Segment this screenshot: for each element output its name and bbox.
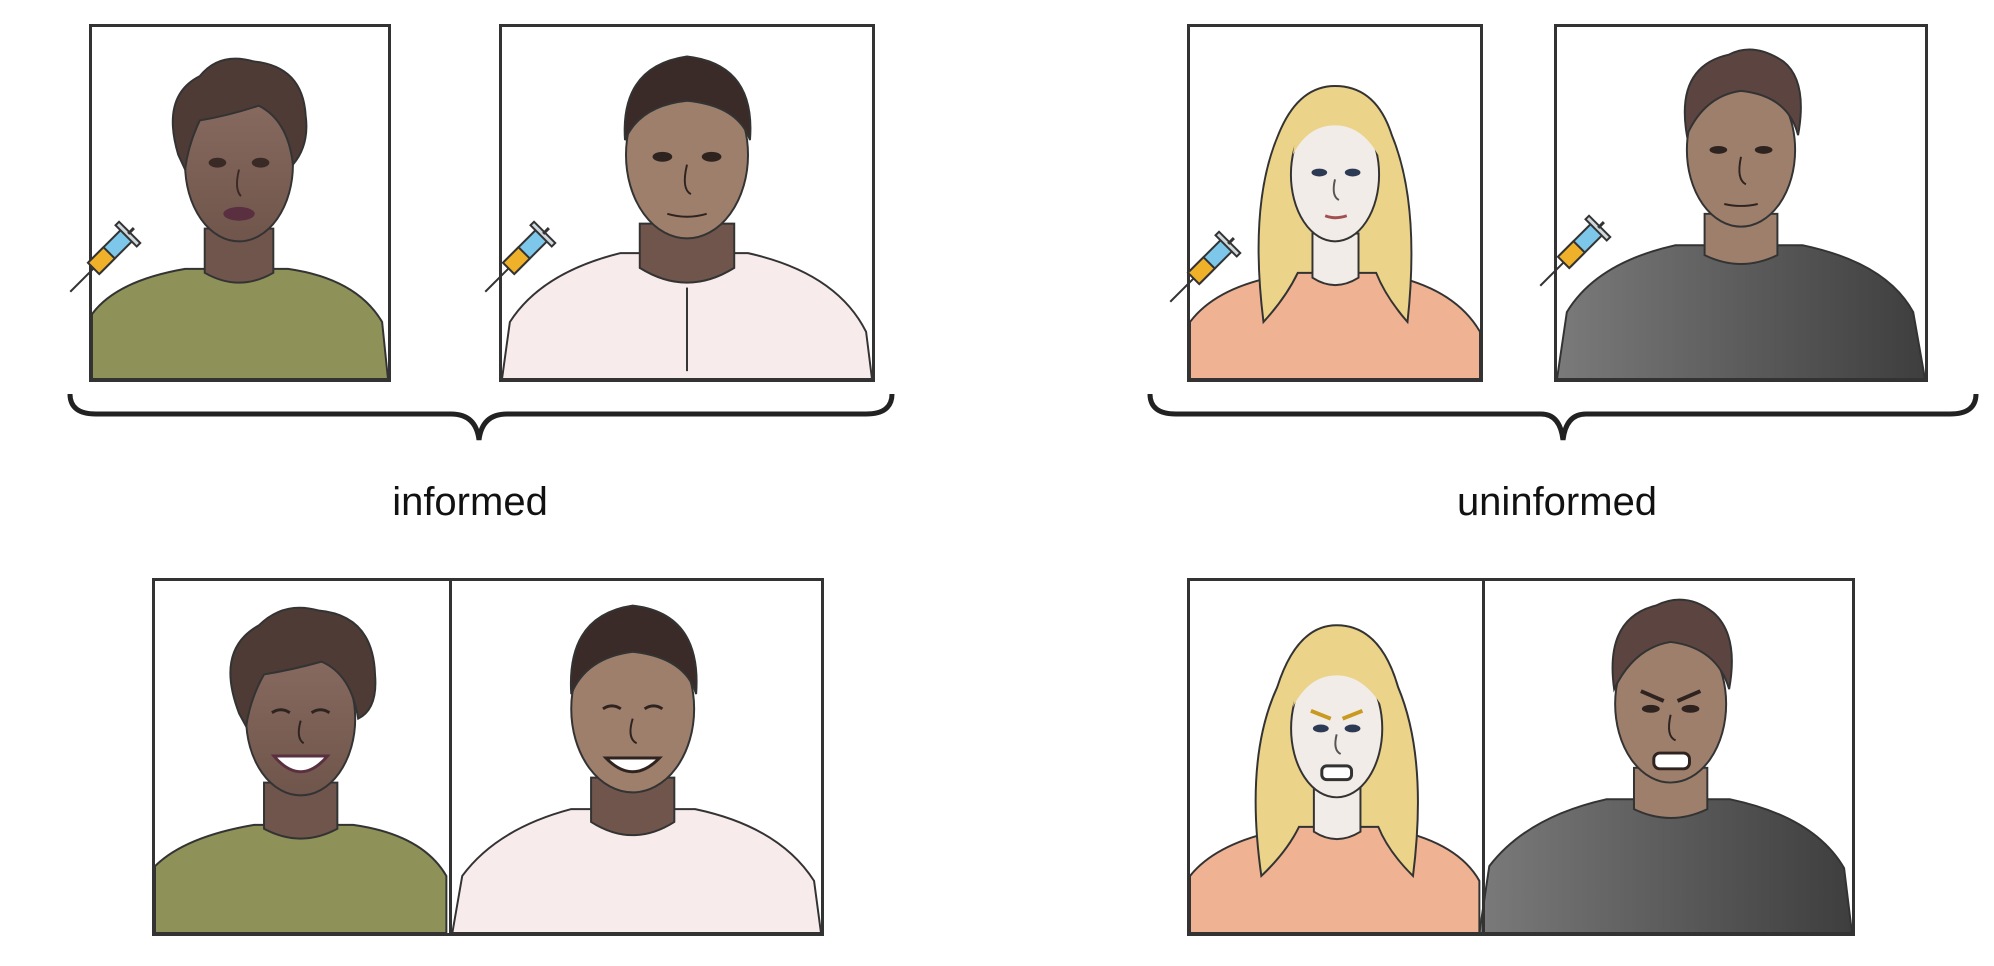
uninformed-label: uninformed	[1456, 480, 1658, 524]
curly-brace-icon	[67, 393, 895, 441]
informed-label: informed	[392, 480, 548, 524]
portrait-informed-man-before	[499, 24, 875, 382]
portrait-informed-woman-before	[89, 24, 391, 382]
portrait-pair-informed-after	[152, 578, 824, 936]
informed-pair-happy-illustration	[155, 604, 821, 933]
curly-brace-icon	[1147, 393, 1979, 441]
uninformed-man-neutral-illustration	[1557, 48, 1925, 379]
pair-divider	[449, 581, 452, 933]
syringe-icon	[1510, 206, 1620, 316]
portrait-uninformed-woman-before	[1187, 24, 1483, 382]
informed-man-neutral-illustration	[502, 55, 872, 379]
syringe-icon	[455, 212, 565, 322]
syringe-icon	[1140, 222, 1250, 332]
portrait-uninformed-man-before	[1554, 24, 1928, 382]
informed-woman-neutral-illustration	[92, 57, 388, 379]
portrait-pair-uninformed-after	[1187, 578, 1855, 936]
pair-divider	[1482, 581, 1485, 933]
uninformed-woman-neutral-illustration	[1190, 85, 1480, 379]
uninformed-pair-angry-illustration	[1190, 598, 1852, 933]
syringe-icon	[40, 212, 150, 322]
